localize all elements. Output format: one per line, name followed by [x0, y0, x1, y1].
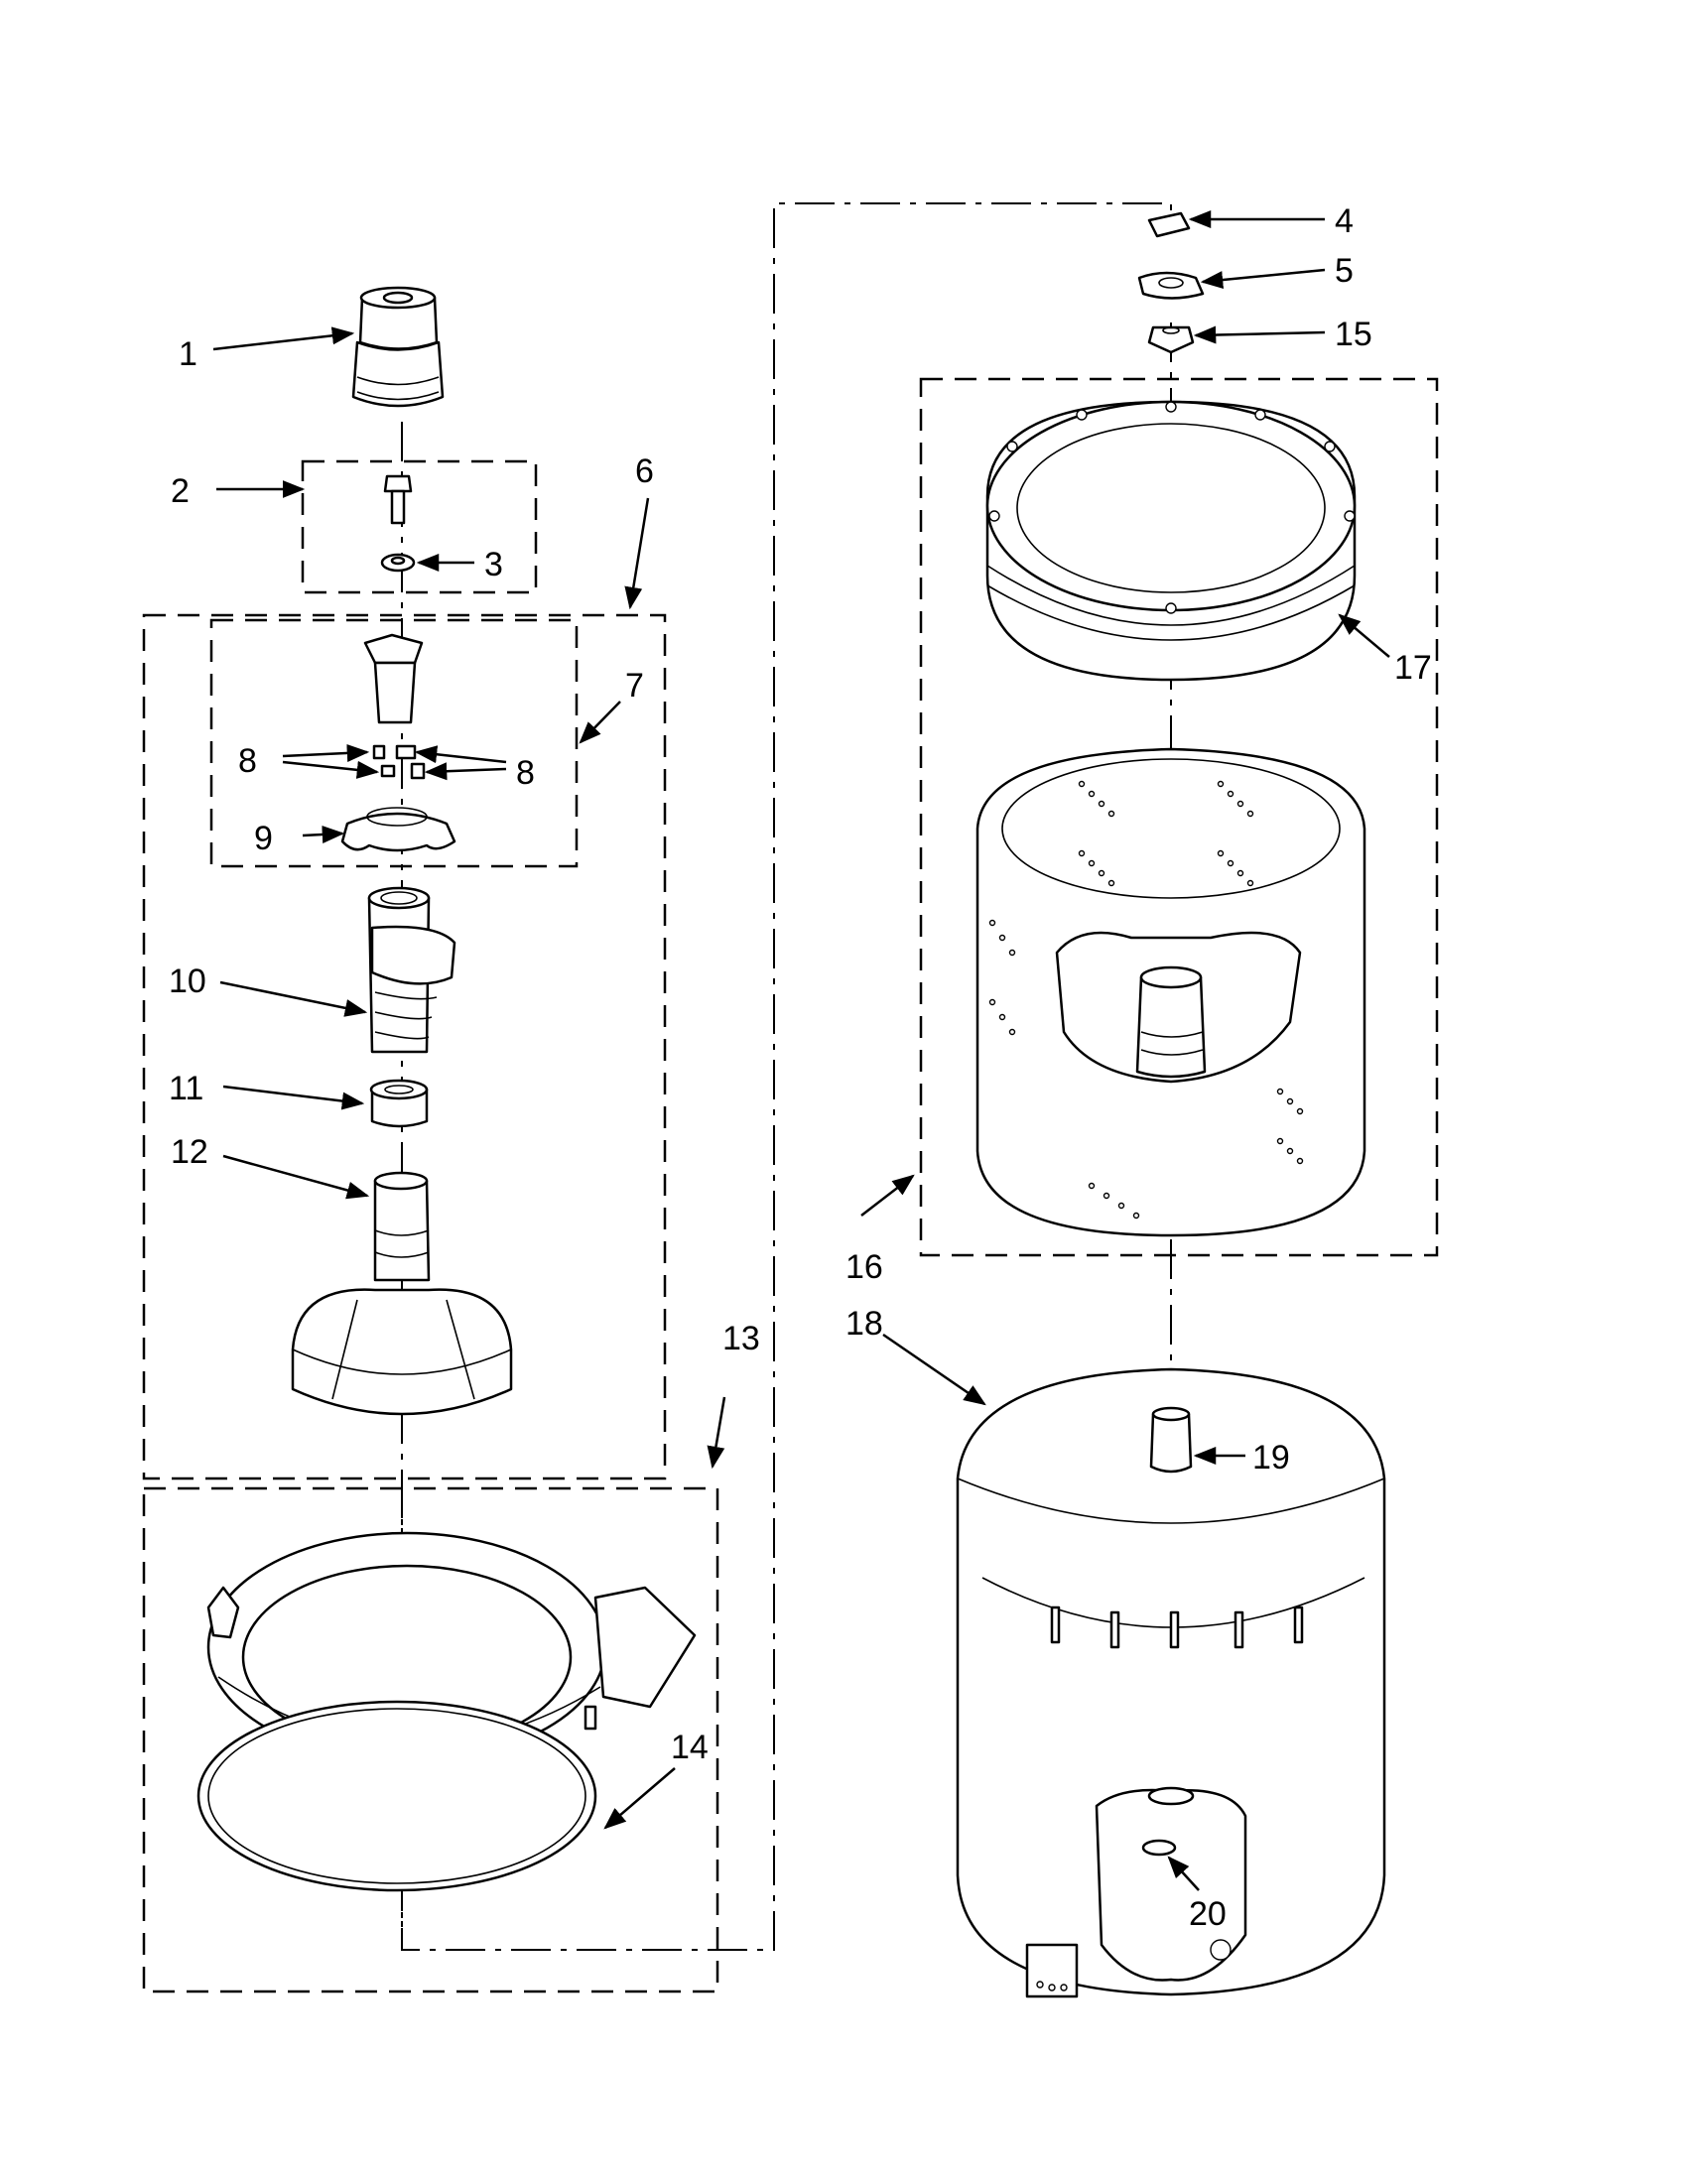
callout-2: 2: [171, 472, 190, 510]
part-14-seal-ring: [196, 1700, 597, 1892]
callout-3: 3: [484, 546, 503, 583]
part-5-plate: [1137, 271, 1205, 300]
part-17-balance-ring: [985, 400, 1357, 682]
callout-labels: 1 2 3 4 5 6 7 8 8 9 10 11 12 13 14 15 16…: [169, 202, 1432, 1933]
callout-8b: 8: [516, 754, 535, 792]
part-2-bolt: [383, 474, 413, 525]
group-box-2: [301, 459, 538, 594]
callout-16: 16: [845, 1248, 883, 1286]
part-8-dogs: [372, 744, 426, 780]
callout-15: 15: [1335, 316, 1372, 353]
callout-9: 9: [254, 820, 273, 857]
callout-10: 10: [169, 963, 206, 1000]
callout-17: 17: [1394, 649, 1432, 687]
part-4-clip: [1147, 211, 1191, 238]
basket-perforations: [988, 780, 1304, 1220]
part-15-nut: [1147, 325, 1195, 354]
callout-6: 6: [635, 452, 654, 490]
part-7-cam-assembly: [363, 633, 424, 724]
part-13-tub-ring: [206, 1531, 697, 1802]
part-3-washer: [380, 553, 416, 573]
part-12-agitator-base: [291, 1171, 513, 1416]
group-box-7: [209, 618, 579, 868]
callout-18: 18: [845, 1305, 883, 1343]
callout-7: 7: [625, 667, 644, 705]
group-box-6: [142, 613, 667, 1480]
part-9-cam-base: [340, 807, 456, 852]
leader-lines: [212, 210, 1390, 1891]
callout-4: 4: [1335, 202, 1354, 240]
callout-11: 11: [169, 1070, 203, 1107]
part-11-collar: [369, 1079, 429, 1128]
part-10-auger: [367, 886, 456, 1054]
callout-1: 1: [179, 335, 197, 373]
part-18-outer-tub: [956, 1367, 1386, 1998]
callout-14: 14: [671, 1729, 709, 1766]
callout-8a: 8: [238, 742, 257, 780]
part-1-agitator-cap: [351, 286, 445, 408]
callout-20: 20: [1189, 1895, 1227, 1933]
group-box-13: [142, 1486, 719, 1993]
callout-13: 13: [722, 1320, 760, 1357]
part-16-basket: [975, 747, 1366, 1237]
callout-12: 12: [171, 1133, 208, 1171]
part-19-drive-bell: [1149, 1406, 1193, 1474]
callout-5: 5: [1335, 252, 1354, 290]
callout-19: 19: [1252, 1439, 1290, 1477]
group-box-16: [919, 377, 1439, 1257]
